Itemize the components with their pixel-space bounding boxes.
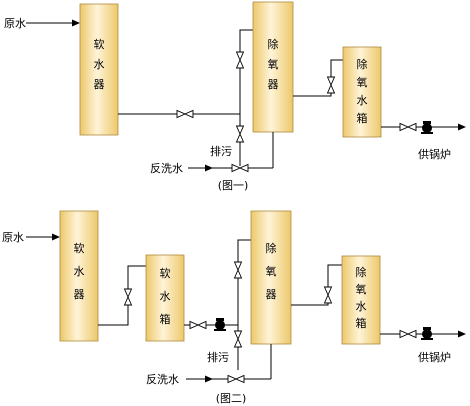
fig2-deaerator-char-3: 器 [266,288,277,301]
fig1-boiler-arrow [458,123,466,131]
fig2-dtank-char-3: 水 [356,300,367,313]
fig2-soft-water-pipe [98,265,146,326]
fig2-deaerator-feed-pipe [237,239,251,370]
fig2-raw-water-arrow [52,233,60,241]
fig2-softener-tank [59,210,99,342]
fig2-dtank-char-2: 氧 [356,282,367,296]
fig2-valve-backwash[interactable] [227,374,245,384]
fig1-deaerator-water-tank [342,46,382,138]
figure-2: 原水 软 水 器 软 水 箱 [2,210,466,405]
fig1-deaerator-char-2: 氧 [268,57,279,71]
fig2-valve-drain[interactable] [233,330,243,348]
fig2-deaerator-char-1: 除 [266,241,277,255]
fig1-raw-water-arrow [72,19,80,27]
fig2-valve-transfer[interactable] [189,320,207,330]
fig2-soft-tank-char-1: 软 [160,266,171,280]
fig1-valve-backwash[interactable] [231,163,249,173]
fig2-softener-char-2: 水 [74,265,85,278]
fig2-backwash-arrow [205,375,213,383]
fig2-valve-boiler-feed[interactable] [399,329,417,339]
fig1-valve-boiler-feed[interactable] [399,122,417,132]
fig1-backwash-arrow [205,164,213,172]
fig2-drain-label: 排污 [207,350,229,364]
fig2-boiler-arrow [458,330,466,338]
fig1-valve-soft-water[interactable] [176,109,194,119]
fig1-valve-drain[interactable] [235,125,245,143]
fig1-dtank-char-2: 氧 [357,75,368,89]
fig1-deaerator-feed-pipe [239,29,253,166]
fig2-to-boiler-label: 供锅炉 [418,350,451,364]
figure-1: 原水 软 水 器 排污 除 氧 器 反洗水 [4,1,466,192]
fig1-backwash-label: 反洗水 [150,162,183,175]
fig2-softener-char-1: 软 [74,241,85,255]
fig2-raw-water-label: 原水 [2,231,24,244]
fig1-softener-tank [79,3,119,136]
fig2-softener-char-3: 器 [74,288,85,301]
fig1-dtank-char-3: 水 [357,94,368,107]
fig2-soft-water-tank [145,254,185,342]
fig1-valve-deaerator-outlet[interactable] [326,76,336,94]
fig1-deaerator-char-1: 除 [268,37,279,51]
fig1-drain-label: 排污 [210,144,232,158]
fig2-valve-soft-water[interactable] [123,288,133,306]
fig1-valve-feed-upper[interactable] [235,51,245,69]
fig1-softener-char-3: 器 [94,78,105,91]
fig2-deaerator-outlet-pipe [291,264,342,306]
fig2-deaerator-char-2: 氧 [266,264,277,278]
fig2-caption: (图二) [216,392,247,405]
fig2-dtank-char-1: 除 [356,265,367,279]
fig2-transfer-pump-icon [214,318,226,331]
fig1-deaerator-tank [252,1,294,133]
fig2-valve-deaerator-outlet[interactable] [323,286,333,304]
fig2-soft-tank-char-2: 水 [160,290,171,303]
fig1-deaerator-outlet-pipe [293,59,343,97]
fig2-feed-pump-icon [421,327,433,340]
fig1-caption: (图一) [218,179,249,192]
fig2-soft-tank-char-3: 箱 [160,312,171,326]
fig2-valve-feed-upper[interactable] [233,261,243,279]
fig1-softener-char-2: 水 [94,58,105,71]
fig2-deaerator-water-tank [341,255,381,345]
fig1-deaerator-char-3: 器 [268,78,279,91]
fig2-backwash-label: 反洗水 [146,373,179,386]
fig1-dtank-char-1: 除 [357,57,368,71]
fig2-deaerator-tank [250,210,292,345]
fig1-dtank-char-4: 箱 [357,111,368,125]
fig1-to-boiler-label: 供锅炉 [418,147,451,161]
fig1-feed-pump-icon [421,121,433,134]
fig2-dtank-char-4: 箱 [356,316,367,330]
fig1-raw-water-label: 原水 [4,17,26,30]
fig1-softener-char-1: 软 [94,37,105,51]
